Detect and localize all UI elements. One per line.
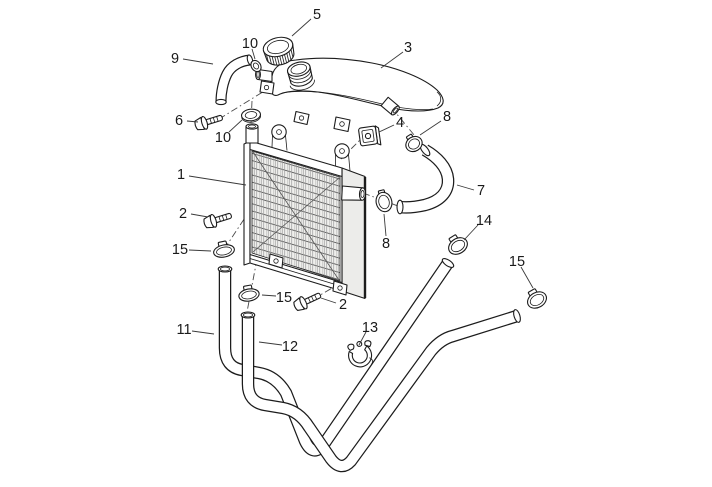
hose-clamp-8-upper bbox=[405, 133, 423, 153]
callout-number-hose-clamp-15-right: 15 bbox=[509, 254, 525, 270]
radiator-ear-left bbox=[271, 124, 288, 151]
coolant-pipe-left bbox=[217, 258, 455, 457]
radiator-left-strip bbox=[243, 140, 251, 266]
callout-number-elbow-hose: 9 bbox=[171, 51, 179, 67]
tank-left-lug bbox=[259, 80, 275, 95]
callout-number-pressure-cap: 5 bbox=[313, 7, 321, 23]
callout-leader-wire-clip bbox=[358, 331, 367, 346]
callout-leader-grommet-lower bbox=[228, 119, 243, 133]
callout-number-coolant-pipe-left: 11 bbox=[176, 322, 191, 338]
callout-number-tank-mount-bolt: 6 bbox=[175, 113, 183, 129]
callout-leader-pressure-cap bbox=[291, 18, 312, 37]
tank-mount-bolt bbox=[194, 114, 223, 131]
callout-leader-hose-clamp-8-upper bbox=[419, 120, 442, 136]
elbow-hose bbox=[215, 54, 254, 106]
hose-clamp-15-right bbox=[527, 288, 547, 309]
callout-number-hose-clamp-14: 14 bbox=[476, 213, 492, 229]
radiator bbox=[243, 123, 367, 300]
callout-number-wire-clip: 13 bbox=[362, 320, 378, 336]
tank-bottom-tab bbox=[293, 110, 310, 126]
callout-leader-grommet-upper bbox=[251, 48, 256, 60]
pressure-cap bbox=[262, 36, 295, 66]
callout-leader-coolant-pipe-left bbox=[191, 330, 215, 335]
hose-clamp-14 bbox=[448, 234, 468, 255]
hose-clamp-15-middle bbox=[238, 284, 260, 302]
callout-leader-hose-clamp-14 bbox=[463, 224, 479, 241]
tank-outlet-stub bbox=[380, 96, 400, 116]
callout-number-coolant-pipe-right: 12 bbox=[282, 339, 298, 355]
callout-number-hose-clamp-15-middle: 15 bbox=[276, 290, 292, 306]
radiator-filler-neck bbox=[245, 123, 259, 144]
radiator-ear-right bbox=[334, 143, 351, 172]
callout-leader-hose-clamp-8-lower bbox=[383, 213, 387, 237]
radiator-foot-left bbox=[268, 253, 284, 269]
grommet-upper bbox=[250, 59, 262, 73]
hose-clamp-8-lower bbox=[375, 189, 393, 213]
callout-leader-radiator-bolt-bottom bbox=[320, 297, 337, 304]
radiator-outlet-stub bbox=[341, 185, 367, 201]
rubber-mount-pad bbox=[358, 125, 382, 147]
expansion-tank bbox=[255, 57, 444, 133]
callout-number-radiator-bolt-left: 2 bbox=[179, 206, 187, 222]
callout-number-hose-clamp-15-left: 15 bbox=[172, 242, 188, 258]
callout-number-grommet-upper: 10 bbox=[242, 36, 258, 52]
callout-leader-tank-mount-bolt bbox=[186, 120, 199, 123]
callout-number-radiator-bolt-bottom: 2 bbox=[339, 297, 347, 313]
callout-leader-radiator-bolt-left bbox=[190, 213, 209, 218]
callout-leader-radiator bbox=[188, 175, 247, 186]
callout-leader-rubber-mount-pad bbox=[378, 124, 395, 133]
callout-leader-hose-clamp-15-middle bbox=[261, 294, 277, 297]
tank-bottom-lug bbox=[333, 116, 351, 133]
callout-number-rubber-mount-pad: 4 bbox=[396, 115, 404, 131]
hose-clamp-15-left bbox=[213, 240, 235, 258]
callout-leader-connecting-hose bbox=[456, 184, 475, 191]
callout-number-connecting-hose: 7 bbox=[477, 183, 485, 199]
radiator-foot-right bbox=[332, 280, 348, 296]
callout-leader-elbow-hose bbox=[182, 58, 214, 65]
callout-number-grommet-lower: 10 bbox=[215, 130, 231, 146]
grommet-lower bbox=[240, 108, 262, 123]
callout-number-expansion-tank: 3 bbox=[404, 40, 412, 56]
callout-leader-expansion-tank bbox=[380, 51, 404, 69]
callout-number-radiator: 1 bbox=[177, 167, 185, 183]
connecting-hose bbox=[396, 143, 455, 215]
callout-leader-hose-clamp-15-right bbox=[520, 266, 534, 289]
callout-number-hose-clamp-8-lower: 8 bbox=[382, 236, 390, 252]
callout-leader-coolant-pipe-right bbox=[258, 341, 283, 346]
coolant-pipe-right bbox=[240, 309, 521, 473]
wire-clip bbox=[347, 340, 374, 368]
callout-leader-hose-clamp-15-left bbox=[188, 249, 212, 252]
callout-number-hose-clamp-8-upper: 8 bbox=[443, 109, 451, 125]
tank-filler-neck bbox=[286, 61, 315, 91]
radiator-bolt-left bbox=[203, 212, 232, 229]
radiator-bolt-bottom bbox=[293, 292, 322, 312]
